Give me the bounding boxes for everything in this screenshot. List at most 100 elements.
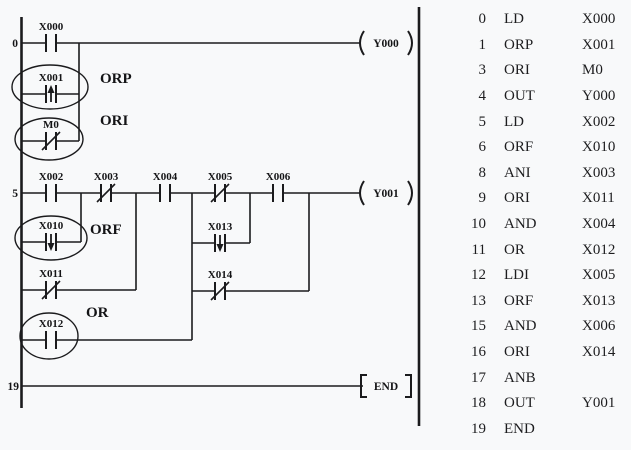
instruction-operand: X006 [582, 318, 616, 335]
instruction-op: ORF [504, 292, 534, 309]
end-bracket-left [360, 374, 367, 398]
contact-gap [273, 190, 283, 196]
instruction-row: 6 ORF X010 [459, 135, 629, 161]
instruction-step: 19 [471, 420, 486, 437]
instruction-op: OR [504, 241, 525, 258]
contact-label: X001 [39, 72, 63, 84]
instruction-operand: X002 [582, 113, 616, 130]
instruction-operand: X013 [582, 292, 616, 309]
instruction-op: ORP [504, 36, 534, 53]
instruction-operand: X001 [582, 36, 616, 53]
highlight-ellipse [14, 215, 88, 261]
instruction-operand: X000 [582, 11, 616, 28]
instruction-step: 18 [471, 395, 486, 412]
instruction-op: END [504, 420, 535, 437]
coil-label: END [374, 381, 398, 393]
nc-slash [210, 183, 230, 203]
step-number: 19 [8, 381, 20, 393]
instruction-step: 10 [471, 216, 486, 233]
instruction-row: 1 ORP X001 [459, 33, 629, 59]
contact-label: X004 [153, 171, 178, 183]
nc-slash [41, 131, 61, 151]
instruction-operand: X003 [582, 164, 616, 181]
instruction-operand: X011 [582, 190, 615, 207]
contact-label: X010 [39, 220, 64, 232]
annotation-label: OR [86, 305, 109, 321]
instruction-row: 0 LD X000 [459, 7, 629, 33]
highlight-ellipse [19, 312, 79, 360]
contact-label: X014 [208, 269, 233, 281]
instruction-step: 13 [471, 292, 486, 309]
instruction-row: 19 END [459, 417, 629, 443]
instruction-op: LDI [504, 267, 529, 284]
instruction-step: 5 [478, 113, 487, 130]
instruction-step: 4 [478, 88, 487, 105]
fall-arrow-head [216, 244, 224, 252]
end-bracket-right [405, 374, 412, 398]
instruction-operand: Y001 [582, 395, 616, 412]
instruction-step: 9 [478, 190, 487, 207]
step-number: 5 [12, 188, 18, 200]
instruction-step: 12 [471, 267, 486, 284]
instruction-row: 17 ANB [459, 365, 629, 391]
instruction-row: 11 OR X012 [459, 237, 629, 263]
contact-label: M0 [43, 119, 59, 131]
instruction-operand: Y000 [582, 88, 616, 105]
instruction-op: AND [504, 318, 537, 335]
contact-label: X000 [39, 21, 64, 33]
instruction-step: 1 [478, 36, 487, 53]
contact-label: X012 [39, 318, 64, 330]
instruction-op: AND [504, 216, 537, 233]
nc-slash [41, 280, 61, 300]
instruction-operand: X014 [582, 344, 616, 361]
coil-label: Y000 [373, 38, 399, 50]
instruction-step: 17 [471, 369, 486, 386]
instruction-op: ORI [504, 62, 530, 79]
annotation-label: ORF [90, 222, 122, 238]
instruction-operand: X010 [582, 139, 616, 156]
fall-arrow-head [47, 243, 55, 251]
instruction-operand: X005 [582, 267, 616, 284]
instruction-op: OUT [504, 395, 535, 412]
annotation-label: ORI [100, 113, 129, 129]
instruction-step: 15 [471, 318, 486, 335]
instruction-op: LD [504, 113, 524, 130]
instruction-step: 8 [478, 164, 487, 181]
instruction-operand: X004 [582, 216, 616, 233]
instruction-op: ANB [504, 369, 536, 386]
coil-paren-left [359, 180, 365, 206]
instruction-row: 8 ANI X003 [459, 161, 629, 187]
instruction-row: 10 AND X004 [459, 212, 629, 238]
instruction-step: 6 [478, 139, 487, 156]
instruction-step: 16 [471, 344, 486, 361]
contact-gap [46, 190, 56, 196]
instruction-operand: M0 [582, 62, 603, 79]
instruction-row: 13 ORF X013 [459, 289, 629, 315]
instruction-op: ORF [504, 139, 534, 156]
contact-label: X013 [208, 221, 233, 233]
nc-slash [96, 183, 116, 203]
instruction-op: LD [504, 11, 524, 28]
instruction-operand: X012 [582, 241, 616, 258]
contact-gap [46, 337, 56, 343]
instruction-row: 18 OUT Y001 [459, 391, 629, 417]
highlight-ellipse [14, 117, 84, 161]
instruction-row: 12 LDI X005 [459, 263, 629, 289]
coil-paren-right [407, 180, 413, 206]
contact-gap [160, 190, 170, 196]
instruction-op: OUT [504, 88, 535, 105]
instruction-op: ANI [504, 164, 531, 181]
instruction-step: 11 [471, 241, 486, 258]
instruction-step: 0 [478, 11, 487, 28]
coil-label: Y001 [373, 188, 399, 200]
contact-label: X005 [208, 171, 233, 183]
rise-arrow-head [47, 85, 55, 93]
contact-label: X003 [94, 171, 119, 183]
contact-label: X011 [39, 268, 63, 280]
